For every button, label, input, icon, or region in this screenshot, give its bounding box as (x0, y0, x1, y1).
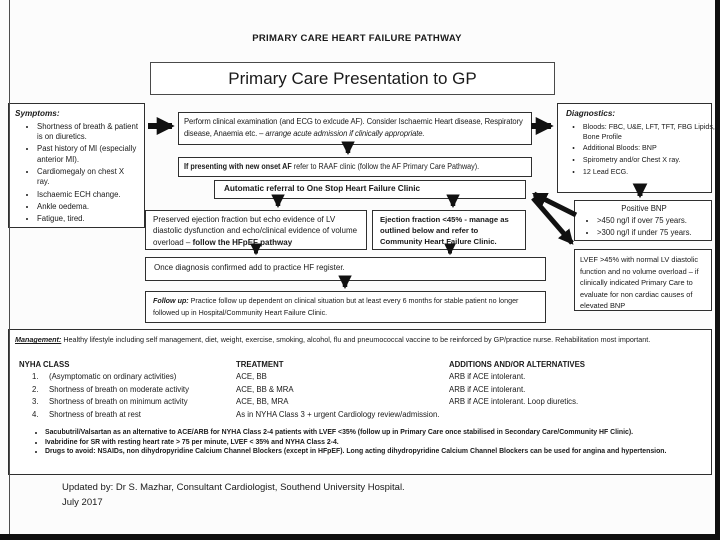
nyha-table-row: 2. Shortness of breath on moderate activ… (32, 384, 526, 394)
nyha-table-row: 1. (Asymptomatic on ordinary activities)… (32, 372, 526, 382)
arrow-bnp-to-auto (531, 191, 578, 218)
positive-bnp-item: >450 ng/l if over 75 years. (597, 216, 707, 227)
reduced-ef-text: Ejection fraction <45% - manage as outli… (380, 215, 509, 247)
automatic-referral-box: Automatic referral to One Stop Heart Fai… (214, 180, 526, 199)
col-additions: ADDITIONS AND/OR ALTERNATIVES (449, 360, 586, 369)
symptoms-box: Symptoms: Shortness of breath & patient … (8, 103, 145, 228)
symptom-item: Ischaemic ECH change. (37, 190, 138, 200)
slide-left-border (9, 0, 10, 534)
management-bullets: Sacubutril/Valsartan as an alternative t… (29, 429, 705, 458)
new-onset-af-box: If presenting with new onset AF refer to… (178, 157, 532, 177)
hf-register-box: Once diagnosis confirmed add to practice… (145, 257, 546, 281)
preserved-ef-box: Preserved ejection fraction but echo evi… (145, 210, 367, 250)
footer-updated-by: Updated by: Dr S. Mazhar, Consultant Car… (62, 482, 405, 493)
clinical-examination-box: Perform clinical examination (and ECG to… (178, 112, 532, 145)
diagnostics-heading: Diagnostics: (566, 109, 616, 118)
diagnostics-box: Diagnostics: Bloods: FBC, U&E, LFT, TFT,… (557, 103, 715, 193)
col-treatment: TREATMENT (236, 360, 284, 369)
symptoms-list: Shortness of breath & patient is on diur… (15, 122, 138, 225)
management-bullet: Sacubutril/Valsartan as an alternative t… (45, 429, 705, 436)
management-box: Management: Healthy lifestyle including … (8, 329, 712, 475)
page-title: PRIMARY CARE HEART FAILURE PATHWAY (252, 33, 462, 44)
footer: Updated by: Dr S. Mazhar, Consultant Car… (62, 480, 405, 510)
diagnostics-list: Bloods: FBC, U&E, LFT, TFT, FBG Lipids, … (566, 122, 720, 177)
clinical-examination-text: Perform clinical examination (and ECG to… (184, 117, 523, 138)
symptom-item: Ankle oedema. (37, 202, 138, 212)
header-title: Primary Care Presentation to GP (228, 68, 477, 88)
reduced-ef-box: Ejection fraction <45% - manage as outli… (372, 210, 526, 250)
footer-date: July 2017 (62, 497, 103, 508)
slide-bottom-border (0, 534, 720, 540)
slide-right-border (715, 0, 720, 540)
diagnostics-item: Bloods: FBC, U&E, LFT, TFT, FBG Lipids, … (583, 122, 720, 142)
positive-bnp-box: Positive BNP >450 ng/l if over 75 years.… (574, 200, 712, 241)
symptom-item: Cardiomegaly on chest X ray. (37, 167, 138, 188)
diagnostics-item: Spirometry and/or Chest X ray. (583, 155, 720, 165)
positive-bnp-list: >450 ng/l if over 75 years.>300 ng/l if … (581, 216, 707, 239)
nyha-table-rows: 1. (Asymptomatic on ordinary activities)… (19, 371, 703, 421)
nyha-table-header: NYHA CLASS TREATMENT ADDITIONS AND/OR AL… (19, 359, 703, 371)
hf-register-text: Once diagnosis confirmed add to practice… (154, 263, 345, 272)
arrow-auto-to-lvef (531, 196, 574, 245)
diagnostics-item: Additional Bloods: BNP (583, 143, 720, 153)
diagnostics-item: 12 Lead ECG. (583, 167, 720, 177)
preserved-ef-text: Preserved ejection fraction but echo evi… (153, 215, 358, 247)
nyha-table-row: 3. Shortness of breath on minimum activi… (32, 397, 579, 407)
management-bullet: Drugs to avoid: NSAIDs, non dihydropyrid… (45, 448, 705, 455)
management-label: Management: (15, 335, 62, 344)
symptom-item: Past history of MI (especially anterior … (37, 144, 138, 165)
positive-bnp-item: >300 ng/l if under 75 years. (597, 228, 707, 239)
follow-up-text: Follow up: Practice follow up dependent … (153, 296, 519, 317)
lvef-text: LVEF >45% with normal LV diastolic funct… (580, 255, 699, 311)
positive-bnp-heading: Positive BNP (621, 204, 667, 213)
header-box: Primary Care Presentation to GP (150, 62, 555, 95)
management-bullet: Ivabridine for SR with resting heart rat… (45, 439, 705, 446)
nyha-table-row: 4. Shortness of breath at rest As in NYH… (32, 409, 440, 419)
follow-up-box: Follow up: Practice follow up dependent … (145, 291, 546, 323)
col-nyha-class: NYHA CLASS (19, 360, 70, 369)
new-onset-af-text: If presenting with new onset AF refer to… (184, 162, 480, 171)
automatic-referral-text: Automatic referral to One Stop Heart Fai… (224, 184, 421, 193)
symptoms-heading: Symptoms: (15, 109, 60, 118)
symptom-item: Shortness of breath & patient is on diur… (37, 122, 138, 143)
nyha-table: NYHA CLASS TREATMENT ADDITIONS AND/OR AL… (19, 359, 703, 421)
management-intro: Management: Healthy lifestyle including … (15, 335, 651, 344)
lvef-box: LVEF >45% with normal LV diastolic funct… (574, 249, 712, 311)
symptom-item: Fatigue, tired. (37, 214, 138, 224)
